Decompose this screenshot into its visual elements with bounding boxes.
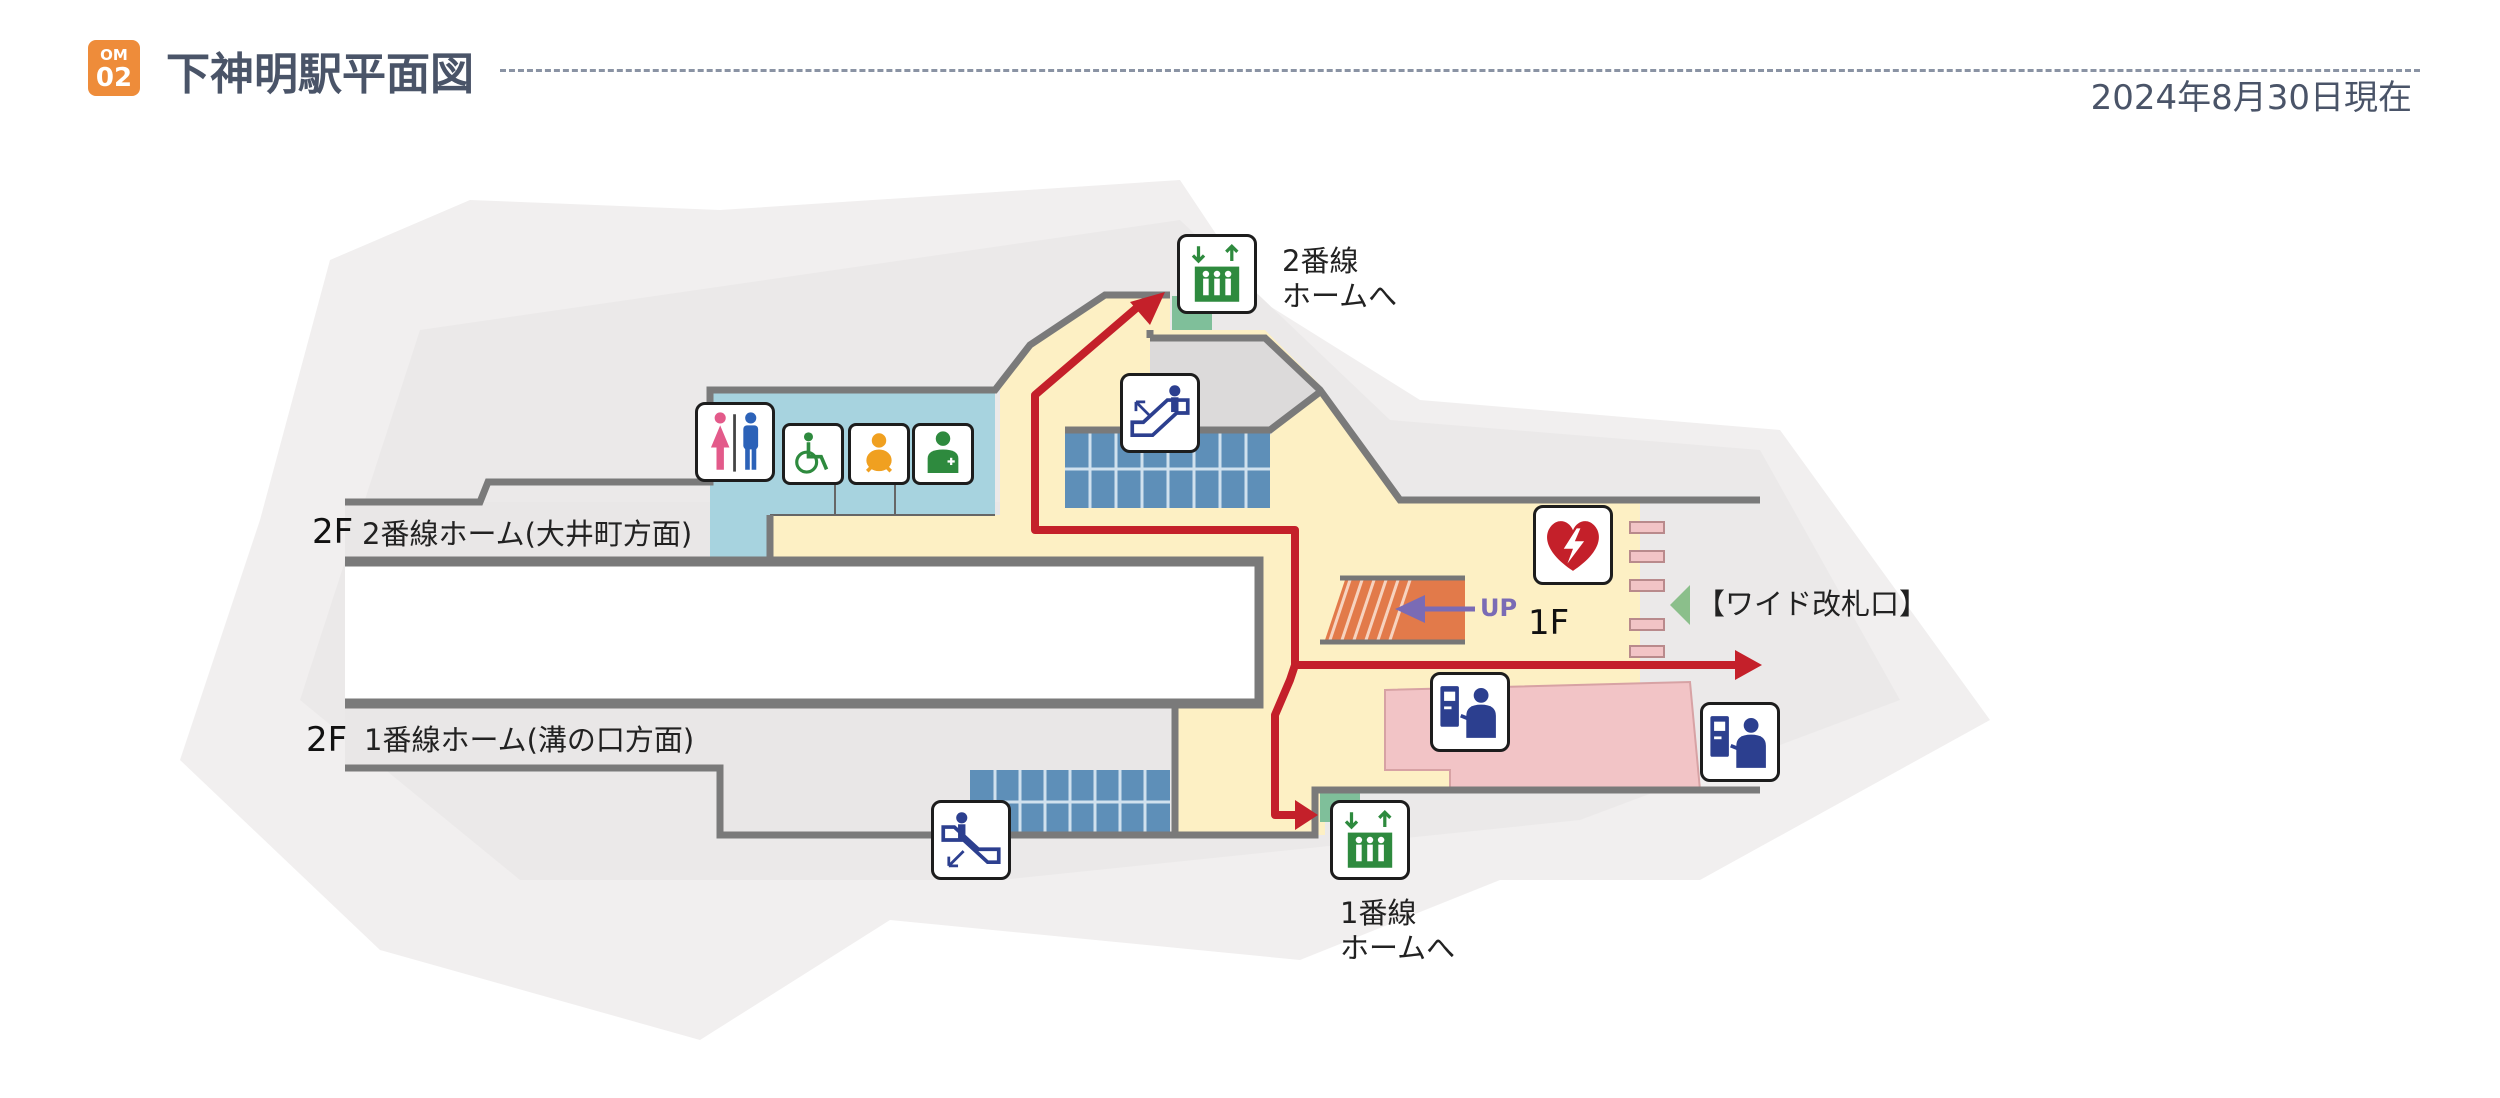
wide-gate xyxy=(1629,521,1665,658)
track-area xyxy=(345,560,1260,705)
ticket-machine-icon-2 xyxy=(1700,702,1780,782)
title-divider xyxy=(500,69,2420,72)
page-title: 下神明駅平面図 xyxy=(166,49,474,100)
as-of-date: 2024年8月30日現在 xyxy=(2090,78,2412,118)
route-arrowhead-gate xyxy=(1735,650,1762,680)
multipurpose-room-icon xyxy=(912,423,974,485)
elevator-icon-top[interactable] xyxy=(1177,234,1257,314)
to-platform-2-line2: ホームへ xyxy=(1282,279,1398,313)
station-number-badge: OM 02 xyxy=(88,40,140,96)
to-platform-1-line1: 1番線 xyxy=(1340,896,1417,930)
aed-icon xyxy=(1533,505,1613,585)
platform-1-floor-label: 2F xyxy=(306,720,348,760)
route-arrows xyxy=(1031,301,1740,819)
route-arrowhead-top xyxy=(1130,292,1165,325)
up-arrow xyxy=(1395,595,1475,623)
restroom-icon xyxy=(695,402,775,482)
escalator-icon-bottom[interactable] xyxy=(931,800,1011,880)
platform-1-label: 1番線ホーム(溝の口方面) xyxy=(364,723,695,757)
badge-line-code: OM xyxy=(100,46,128,64)
badge-station-number: 02 xyxy=(95,63,133,93)
to-platform-2-line1: 2番線 xyxy=(1282,244,1359,278)
gate-direction-marker xyxy=(1670,585,1690,625)
escalator-icon-top[interactable] xyxy=(1120,373,1200,453)
platform-2-label: 2番線ホーム(大井町方面) xyxy=(362,517,693,551)
concourse-floor-label: 1F xyxy=(1528,603,1570,643)
wide-gate-label: 【ワイド改札口】 xyxy=(1696,587,1929,621)
to-platform-1-line2: ホームへ xyxy=(1340,931,1456,965)
stairs-up-label: UP xyxy=(1480,594,1518,622)
elevator-icon-bottom[interactable] xyxy=(1330,800,1410,880)
wheelchair-icon xyxy=(782,423,844,485)
platform-2-floor-label: 2F xyxy=(312,512,354,552)
baby-care-icon xyxy=(848,423,910,485)
route-arrowhead-bottom xyxy=(1295,800,1318,830)
ticket-machine-icon-1 xyxy=(1430,672,1510,752)
